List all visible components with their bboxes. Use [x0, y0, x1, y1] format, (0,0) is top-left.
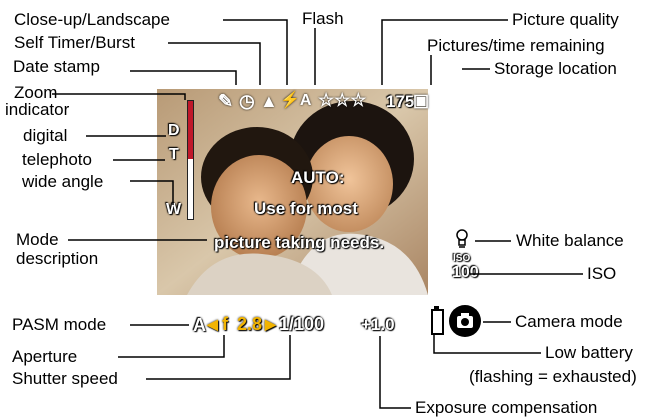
picture-quality-stars-icon: ☆☆☆ [318, 90, 367, 110]
white-balance-icon [455, 229, 469, 252]
aperture-value: 2.8 [237, 314, 263, 334]
label-low-battery: Low battery [545, 343, 633, 362]
label-flash: Flash [302, 9, 344, 28]
label-indicator: indicator [5, 100, 70, 119]
pasm-mode-value: A [193, 315, 206, 335]
self-timer-icon: ◷ [239, 91, 255, 111]
label-pasm-mode: PASM mode [12, 315, 107, 334]
label-pictures-time-remaining: Pictures/time remaining [427, 36, 605, 55]
zoom-indicator-bar [187, 100, 194, 220]
pictures-remaining-count: 175 [386, 92, 415, 111]
aperture-left-arrow-icon: ◀ [207, 316, 218, 332]
date-stamp-icon: ✎ [218, 91, 234, 111]
close-up-icon: ▲ [260, 91, 278, 111]
aperture-right-arrow-icon: ▶ [265, 316, 276, 332]
iso-caption: ISO [453, 253, 471, 264]
exposure-compensation-value: +1.0 [361, 315, 395, 334]
label-digital: digital [23, 126, 68, 145]
label-date-stamp: Date stamp [13, 57, 100, 76]
label-telephoto: telephoto [22, 150, 92, 169]
label-self-timer-burst: Self Timer/Burst [14, 33, 135, 52]
label-close-up-landscape: Close-up/Landscape [14, 10, 170, 29]
mode-title: AUTO: [291, 168, 345, 187]
flash-icon: ⚡A [280, 92, 312, 109]
low-battery-icon [431, 306, 444, 335]
label-wide-angle: wide angle [22, 172, 104, 191]
label-white-balance: White balance [516, 231, 624, 250]
label-exposure-compensation: Exposure compensation [415, 398, 598, 417]
label-zoom: Zoom [14, 83, 58, 102]
label-mode: Mode [16, 230, 59, 249]
camera-lcd-screen [157, 89, 428, 295]
label-description: description [16, 249, 99, 268]
photo-background [157, 89, 428, 295]
aperture-f-letter: f [222, 314, 228, 334]
mode-description-line1: Use for most [254, 199, 358, 218]
zoom-telephoto-letter: T [169, 146, 179, 163]
storage-location-icon: ▣ [413, 91, 430, 110]
zoom-digital-segment [188, 101, 193, 159]
camera-mode-icon [449, 305, 481, 337]
mode-description-line2: picture taking needs. [214, 233, 385, 252]
label-picture-quality: Picture quality [512, 10, 619, 29]
label-iso: ISO [587, 264, 617, 283]
label-aperture: Aperture [12, 347, 78, 366]
label-storage-location: Storage location [494, 59, 617, 78]
zoom-digital-letter: D [168, 122, 180, 139]
label-camera-mode: Camera mode [515, 312, 623, 331]
zoom-wide-letter: W [166, 201, 182, 218]
label-shutter-speed: Shutter speed [12, 369, 118, 388]
shutter-speed-value: 1/100 [279, 314, 325, 334]
label-flashing-exhausted: (flashing = exhausted) [469, 367, 637, 386]
iso-value: 100 [452, 264, 479, 281]
